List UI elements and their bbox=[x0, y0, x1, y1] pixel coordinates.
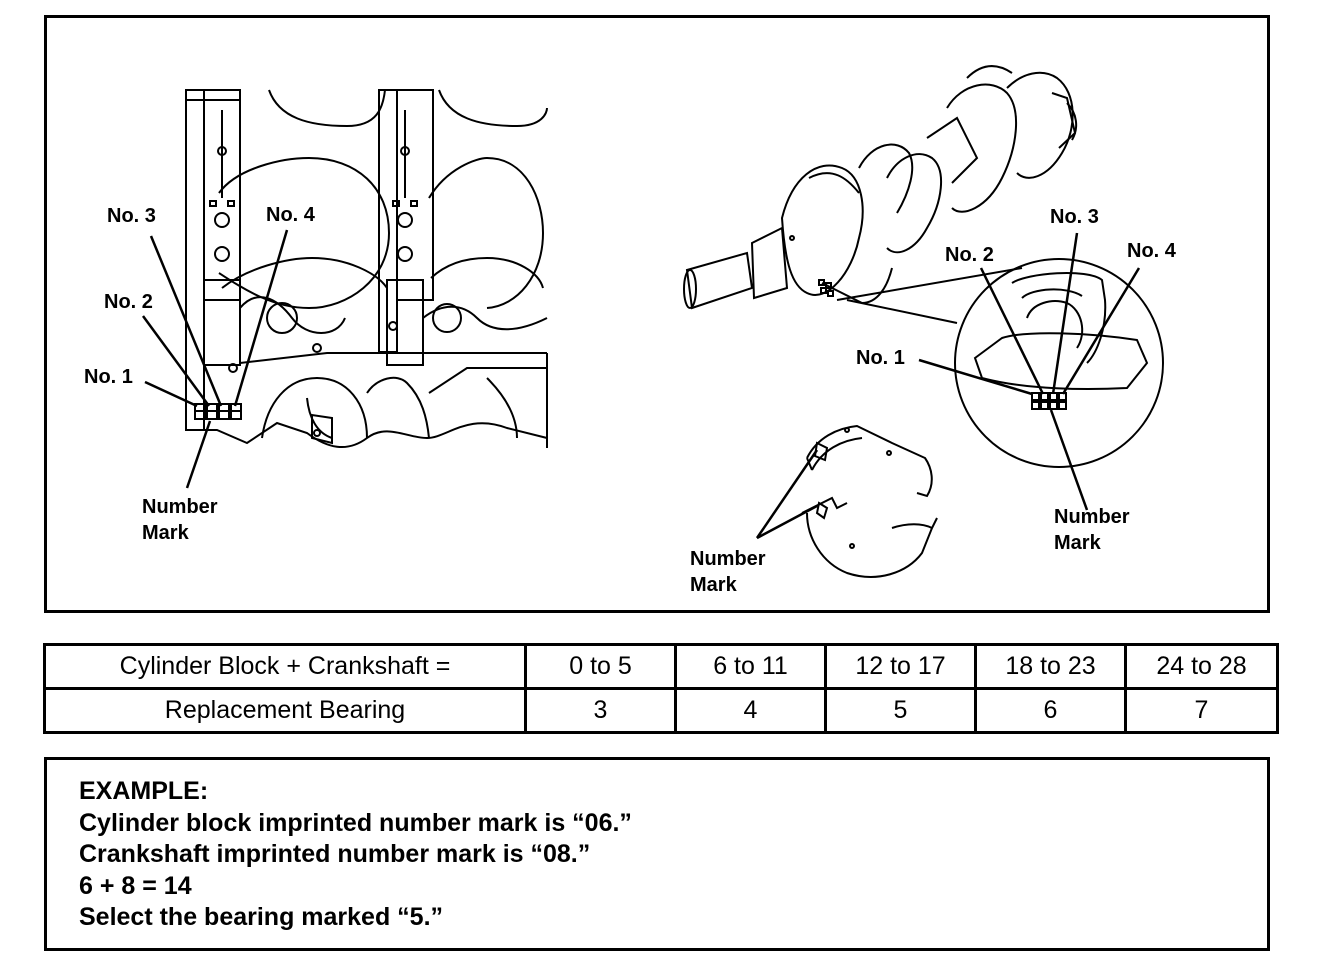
crank-number-mark-line2: Mark bbox=[1054, 532, 1101, 554]
block-number-mark-label: Number Mark bbox=[142, 494, 218, 546]
bearing-number-cell: 3 bbox=[524, 687, 677, 734]
example-line: Crankshaft imprinted number mark is “08.… bbox=[79, 840, 591, 868]
block-label-no4: No. 4 bbox=[266, 204, 315, 226]
block-label-no1: No. 1 bbox=[84, 366, 133, 388]
bearing-selection-table: Cylinder Block + Crankshaft = 0 to 5 6 t… bbox=[43, 643, 1279, 734]
bearing-number-cell: 5 bbox=[824, 687, 977, 734]
crank-label-no2: No. 2 bbox=[945, 244, 994, 266]
bearing-number-cell: 7 bbox=[1124, 687, 1279, 734]
bearing-number-cell: 6 bbox=[974, 687, 1127, 734]
example-box: EXAMPLE: Cylinder block imprinted number… bbox=[44, 757, 1270, 951]
example-line: Cylinder block imprinted number mark is … bbox=[79, 808, 632, 837]
diagram-drawing bbox=[141, 65, 1164, 578]
crank-label-no3: No. 3 bbox=[1050, 206, 1099, 228]
row-header-sum: Cylinder Block + Crankshaft = bbox=[43, 643, 527, 690]
crank-label-no4: No. 4 bbox=[1127, 240, 1176, 262]
crank-label-no1: No. 1 bbox=[856, 347, 905, 369]
crankshaft-illustration bbox=[683, 65, 1164, 511]
sum-range-cell: 24 to 28 bbox=[1124, 643, 1279, 690]
example-line: 6 + 8 = 14 bbox=[79, 871, 192, 900]
bearing-number-mark-line2: Mark bbox=[690, 574, 737, 596]
diagram-panel: No. 3 No. 4 No. 2 No. 1 Number Mark No. … bbox=[44, 15, 1270, 613]
sum-range-cell: 0 to 5 bbox=[524, 643, 677, 690]
crank-number-mark-label: Number Mark bbox=[1054, 504, 1130, 556]
bearing-number-mark-label: Number Mark bbox=[690, 546, 766, 598]
bearing-shells-illustration bbox=[755, 424, 938, 578]
block-number-mark-line1: Number bbox=[142, 496, 218, 518]
table-row: Cylinder Block + Crankshaft = 0 to 5 6 t… bbox=[43, 643, 1279, 690]
sum-range-cell: 18 to 23 bbox=[974, 643, 1127, 690]
example-line: Select the bearing marked “5.” bbox=[79, 903, 444, 931]
example-title: EXAMPLE: bbox=[79, 777, 209, 805]
block-number-mark-line2: Mark bbox=[142, 522, 189, 544]
crank-number-mark-line1: Number bbox=[1054, 506, 1130, 528]
block-label-no3: No. 3 bbox=[107, 205, 156, 227]
block-label-no2: No. 2 bbox=[104, 291, 153, 313]
cylinder-block-illustration bbox=[141, 89, 548, 489]
bearing-number-cell: 4 bbox=[674, 687, 827, 734]
table-row: Replacement Bearing 3 4 5 6 7 bbox=[43, 687, 1279, 734]
sum-range-cell: 6 to 11 bbox=[674, 643, 827, 690]
sum-range-cell: 12 to 17 bbox=[824, 643, 977, 690]
row-header-bearing: Replacement Bearing bbox=[43, 687, 527, 734]
bearing-number-mark-line1: Number bbox=[690, 548, 766, 570]
